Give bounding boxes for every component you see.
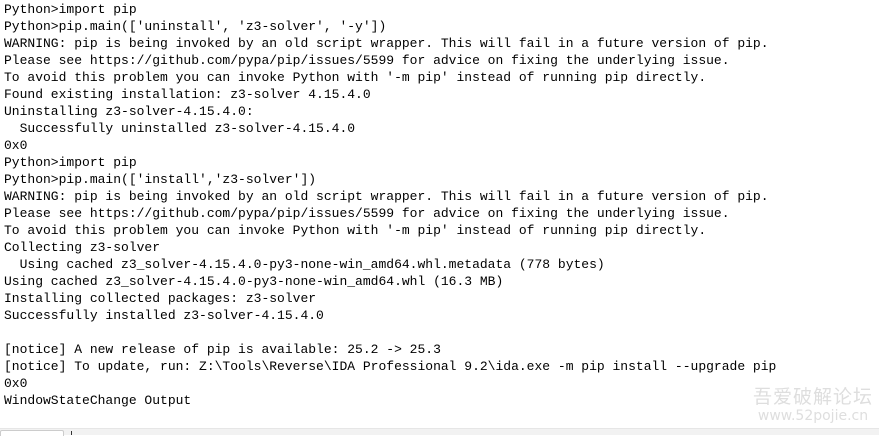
console-line: Please see https://github.com/pypa/pip/i… [4, 53, 730, 68]
output-console: Python>import pip Python>pip.main(['unin… [4, 1, 879, 409]
console-line: Collecting z3-solver [4, 240, 161, 255]
console-line: WindowStateChange Output [4, 393, 192, 408]
console-line: Python>import pip [4, 155, 137, 170]
console-line: WARNING: pip is being invoked by an old … [4, 189, 769, 204]
console-line: Successfully uninstalled z3-solver-4.15.… [4, 121, 356, 136]
console-line: Found existing installation: z3-solver 4… [4, 87, 371, 102]
console-line: WARNING: pip is being invoked by an old … [4, 36, 769, 51]
console-line: Python>pip.main(['install','z3-solver']) [4, 172, 317, 187]
console-line: Python>import pip [4, 2, 137, 17]
console-line: [notice] To update, run: Z:\Tools\Revers… [4, 359, 777, 374]
console-line: Installing collected packages: z3-solver [4, 291, 317, 306]
console-line: Please see https://github.com/pypa/pip/i… [4, 206, 730, 221]
console-line [4, 324, 879, 341]
console-line: 0x0 [4, 138, 28, 153]
watermark: 吾爱破解论坛 www.52pojie.cn [753, 386, 873, 425]
console-line: Using cached z3_solver-4.15.4.0-py3-none… [4, 274, 504, 289]
console-line: To avoid this problem you can invoke Pyt… [4, 70, 707, 85]
language-selector-button[interactable] [0, 430, 64, 436]
console-line: Uninstalling z3-solver-4.15.4.0: [4, 104, 254, 119]
watermark-cn: 吾爱破解论坛 [752, 386, 873, 408]
console-line: 0x0 [4, 376, 28, 391]
watermark-url: www.52pojie.cn [757, 408, 869, 424]
console-line: Python>pip.main(['uninstall', 'z3-solver… [4, 19, 387, 34]
console-line: [notice] A new release of pip is availab… [4, 342, 441, 357]
command-input[interactable] [71, 431, 72, 435]
console-line: Successfully installed z3-solver-4.15.4.… [4, 308, 324, 323]
console-line: Using cached z3_solver-4.15.4.0-py3-none… [4, 257, 605, 272]
command-input-bar [0, 428, 879, 436]
console-line: To avoid this problem you can invoke Pyt… [4, 223, 707, 238]
